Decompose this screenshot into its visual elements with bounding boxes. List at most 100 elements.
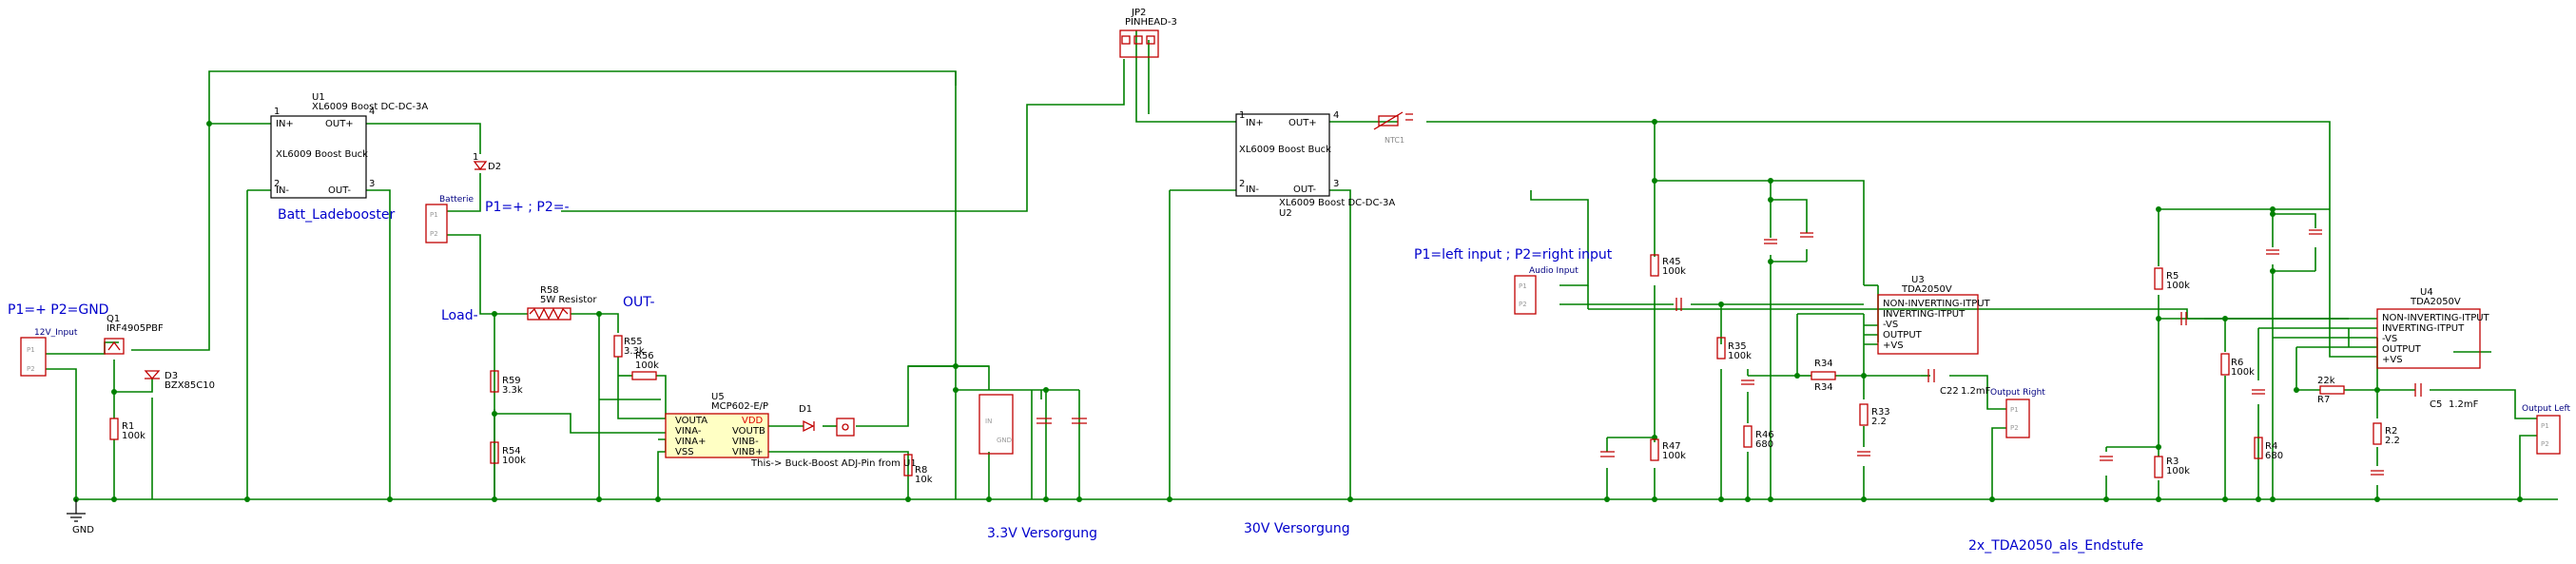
svg-text:TDA2050V: TDA2050V	[2410, 297, 2461, 307]
zener-d3: D3 BZX85C10	[144, 370, 215, 391]
svg-text:P2: P2	[430, 230, 438, 238]
svg-text:Audio Input: Audio Input	[1529, 266, 1579, 276]
resistor-r33: R33 2.2	[1859, 403, 1890, 427]
amp-u4: NON-INVERTING-ITPUT INVERTING-ITPUT -VS …	[2376, 287, 2490, 369]
svg-text:100k: 100k	[635, 360, 659, 371]
svg-text:IN-: IN-	[1246, 185, 1259, 195]
svg-text:U1: U1	[312, 92, 325, 103]
resistor-r3: R3 100k	[2154, 456, 2190, 478]
label-supply-30: 30V Versorgung	[1244, 521, 1350, 536]
svg-text:P1: P1	[1519, 282, 1527, 290]
svg-text:VINA+: VINA+	[675, 437, 707, 447]
svg-text:OUT-: OUT-	[328, 185, 351, 196]
resistor-r46: R46 680	[1743, 425, 1774, 450]
svg-text:680: 680	[1755, 439, 1773, 450]
svg-text:2.2: 2.2	[1871, 417, 1887, 427]
svg-text:BZX85C10: BZX85C10	[165, 380, 215, 391]
module-u1: IN+ OUT+ IN- OUT- XL6009 Boost Buck 1 4 …	[270, 92, 428, 199]
svg-text:IRF4905PBF: IRF4905PBF	[107, 323, 164, 334]
svg-text:R34: R34	[1814, 359, 1833, 369]
svg-text:-VS: -VS	[1883, 320, 1898, 330]
svg-text:3.3k: 3.3k	[624, 346, 645, 357]
resistor-r6: R6 100k	[2220, 353, 2255, 378]
opamp-u5: VOUTA VINA- VINA+ VSS VDD VOUTB VINB- VI…	[665, 392, 769, 458]
svg-text:U2: U2	[1279, 208, 1292, 219]
svg-text:JP2: JP2	[1131, 8, 1146, 18]
testpoint	[836, 418, 855, 437]
svg-text:P2: P2	[27, 365, 35, 373]
caps-u3-supply	[1764, 232, 1813, 244]
svg-text:P2: P2	[2010, 424, 2019, 432]
note-load-minus: Load-	[441, 308, 478, 323]
resistor-r7: 22k R7	[2317, 376, 2345, 405]
cap-c22: C22 1.2mF	[1927, 369, 1991, 397]
svg-text:P2: P2	[1519, 301, 1527, 308]
svg-text:D2: D2	[488, 162, 501, 172]
svg-text:MCP602-E/P: MCP602-E/P	[711, 401, 768, 412]
svg-text:1: 1	[274, 107, 280, 117]
svg-text:IN: IN	[985, 418, 992, 425]
svg-text:XL6009 Boost DC-DC-3A: XL6009 Boost DC-DC-3A	[1279, 198, 1395, 208]
svg-text:R35: R35	[1728, 341, 1747, 352]
resistor-r58: R58 5W Resistor	[527, 285, 597, 321]
svg-text:C22: C22	[1940, 386, 1959, 397]
amp-u3: NON-INVERTING-ITPUT INVERTING-ITPUT -VS …	[1877, 275, 1991, 355]
svg-text:INVERTING-ITPUT: INVERTING-ITPUT	[1883, 309, 1966, 320]
svg-text:R46: R46	[1755, 430, 1774, 440]
svg-text:OUT+: OUT+	[325, 119, 354, 129]
svg-text:U3: U3	[1911, 275, 1925, 285]
svg-text:R4: R4	[2265, 441, 2277, 452]
svg-text:IN+: IN+	[1246, 118, 1264, 128]
svg-text:VOUTB: VOUTB	[732, 426, 765, 437]
cap-c2	[2371, 470, 2384, 476]
label-endstufe: 2x_TDA2050_als_Endstufe	[1968, 538, 2143, 554]
svg-text:C5: C5	[2430, 399, 2442, 410]
svg-text:Output Right: Output Right	[1990, 388, 2045, 398]
resistor-r35: R35 100k	[1716, 337, 1752, 361]
caps-3v3	[1036, 418, 1087, 424]
note-audio-input: P1=left input ; P2=right input	[1414, 247, 1613, 263]
svg-text:XL6009 Boost DC-DC-3A: XL6009 Boost DC-DC-3A	[312, 102, 428, 112]
cap-c27	[1857, 451, 1870, 457]
svg-text:100k: 100k	[122, 431, 145, 441]
pinhead-jp2: JP2 PINHEAD-3	[1119, 8, 1177, 58]
svg-text:R34: R34	[1814, 382, 1833, 393]
svg-text:22k: 22k	[2317, 376, 2335, 386]
svg-text:100k: 100k	[1662, 451, 1686, 461]
svg-text:U4: U4	[2420, 287, 2433, 298]
svg-text:4: 4	[369, 107, 375, 117]
resistor-r56: R56 100k	[631, 351, 659, 380]
note-buck-boost: This-> Buck-Boost ADJ-Pin from U1	[750, 458, 917, 469]
svg-text:D1: D1	[799, 404, 812, 415]
cap-c5: C5 1.2mF	[2414, 383, 2479, 410]
cap-c11	[1675, 298, 1682, 311]
svg-text:P1: P1	[2010, 406, 2019, 414]
note-p1-gnd: P1=+ P2=GND	[8, 302, 108, 318]
svg-text:GND: GND	[997, 437, 1012, 444]
caps-u4-supply	[2266, 229, 2322, 255]
svg-text:3: 3	[1333, 179, 1339, 189]
svg-text:R45: R45	[1662, 257, 1681, 267]
svg-text:VSS: VSS	[675, 447, 694, 457]
cap-c4	[2100, 456, 2113, 461]
connector-12v-input: P1 P2 12V_Input	[20, 328, 78, 377]
svg-text:XL6009 Boost Buck: XL6009 Boost Buck	[276, 149, 368, 160]
mosfet-q1: Q1 IRF4905PBF	[104, 314, 164, 355]
svg-text:100k: 100k	[502, 456, 526, 466]
svg-text:2: 2	[1239, 179, 1245, 189]
svg-text:R59: R59	[502, 376, 521, 386]
svg-text:VINA-: VINA-	[675, 426, 702, 437]
svg-text:P2: P2	[2541, 440, 2549, 448]
diode-d2: 1 D2	[473, 152, 501, 172]
svg-text:R55: R55	[624, 337, 643, 347]
svg-text:NTC1: NTC1	[1385, 136, 1404, 145]
resistor-r45: R45 100k	[1650, 254, 1686, 277]
svg-text:100k: 100k	[2166, 466, 2190, 476]
svg-text:3.3k: 3.3k	[502, 385, 523, 396]
svg-text:10k: 10k	[915, 475, 933, 485]
note-out-minus: OUT-	[623, 295, 655, 310]
resistor-r8: R8 10k	[903, 454, 933, 485]
gnd-symbol: GND	[67, 499, 94, 535]
svg-text:IN-: IN-	[276, 185, 289, 196]
